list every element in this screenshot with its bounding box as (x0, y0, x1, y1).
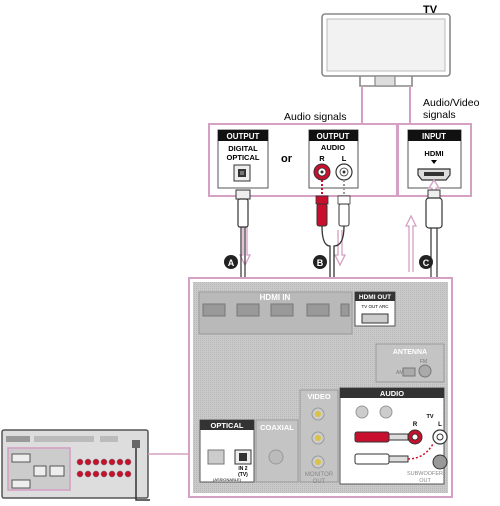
hdmi-in-title: HDMI (424, 149, 443, 158)
rx-in2: IN 2 (238, 466, 247, 472)
signal-arrows (238, 199, 418, 272)
or-label: or (281, 153, 293, 165)
rx-optical: OPTICAL (211, 421, 244, 430)
tv-highlight-outline (208, 86, 472, 197)
optical-out-line1: DIGITAL (228, 144, 258, 153)
rx-audio-l: L (438, 422, 442, 428)
cable-b-audio (315, 180, 361, 461)
marker-b: B (313, 255, 327, 269)
optical-out-header: OUTPUT (227, 132, 260, 141)
rx-sub-2: OUT (419, 478, 431, 484)
rx-coaxial: COAXIAL (260, 423, 294, 432)
rx-monitor-out-1: MONITOR (305, 472, 334, 478)
tv-label: TV (423, 4, 438, 16)
rx-hdmi-in: HDMI IN (260, 293, 291, 302)
av-signals-line1: Audio/Video (423, 97, 480, 109)
rx-hdmi-out: HDMI OUT (359, 294, 391, 301)
av-signals-line2: signals (423, 109, 456, 121)
rx-in2-tv: (TV) (238, 472, 248, 478)
audio-out-l: L (342, 154, 347, 163)
audio-out-r: R (319, 154, 325, 163)
audio-out-header: OUTPUT (317, 132, 350, 141)
tv-hdmi-input-panel: INPUT HDMI (407, 129, 462, 189)
audio-out-title: AUDIO (321, 143, 345, 152)
receiver-thumbnail (1, 429, 189, 501)
tv-panel-arrows (427, 178, 441, 196)
tv-optical-output-panel: OUTPUT DIGITAL OPTICAL (217, 129, 269, 189)
rx-monitor-out-2: OUT (313, 479, 326, 485)
marker-c: C (419, 255, 433, 269)
marker-a-label: A (228, 258, 235, 268)
marker-a: A (224, 255, 238, 269)
rx-video: VIDEO (307, 392, 331, 401)
hdmi-in-header: INPUT (422, 132, 446, 141)
rx-audio: AUDIO (380, 389, 404, 398)
tv-audio-output-panel: OUTPUT AUDIO R L (308, 129, 359, 189)
rx-assignable: (ASSIGNABLE) (213, 477, 242, 482)
rx-audio-tv: TV (426, 414, 433, 420)
rx-am: AM (396, 370, 404, 376)
marker-b-label: B (317, 258, 324, 268)
marker-c-label: C (423, 258, 430, 268)
rx-fm: FM (420, 359, 427, 365)
rx-audio-r: R (413, 422, 418, 428)
receiver-rear-panel-zoom: HDMI IN HDMI OUT TV OUT ARC ANTENNA FM A… (188, 277, 453, 498)
optical-out-line2: OPTICAL (227, 153, 260, 162)
audio-signals-label: Audio signals (284, 111, 346, 123)
rx-sub-1: SUBWOOFER (407, 471, 443, 477)
tv-illustration: TV (321, 4, 451, 87)
rx-antenna: ANTENNA (393, 349, 427, 356)
rx-tv-arc: TV OUT ARC (362, 304, 390, 309)
